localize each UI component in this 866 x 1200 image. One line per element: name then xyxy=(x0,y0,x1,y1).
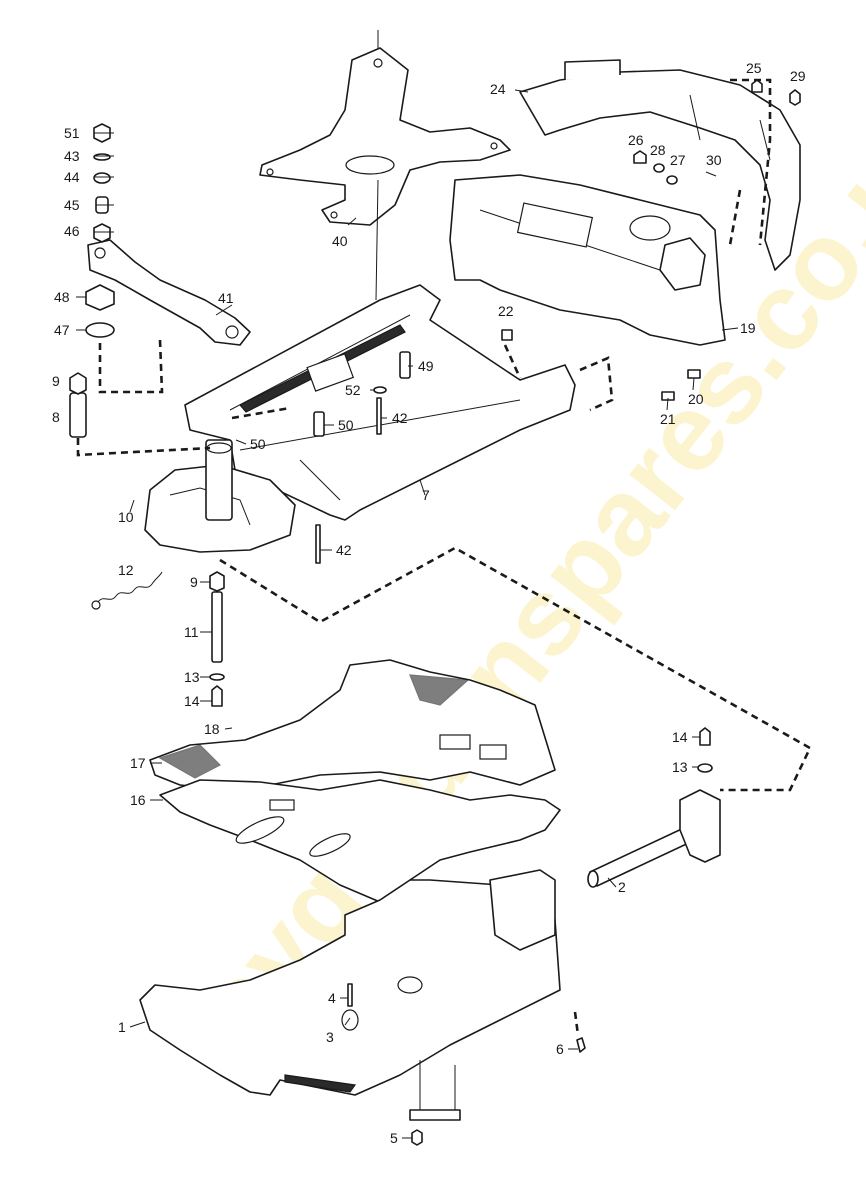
part-9-cap-top[interactable] xyxy=(69,372,87,395)
part-axle-bracket[interactable] xyxy=(679,789,721,863)
part-41-steering-arm[interactable] xyxy=(87,239,251,346)
callout-19: 19 xyxy=(740,320,756,336)
callout-11: 11 xyxy=(184,624,199,640)
callout-52: 52 xyxy=(345,382,361,398)
callout-5: 5 xyxy=(390,1130,398,1146)
callout-18: 18 xyxy=(204,721,220,737)
part-14-bolt-b[interactable] xyxy=(699,727,711,746)
callout-21: 21 xyxy=(660,411,676,427)
part-28-washer[interactable] xyxy=(653,163,665,173)
callout-12: 12 xyxy=(118,562,134,578)
callout-29: 29 xyxy=(790,68,806,84)
callout-51: 51 xyxy=(64,125,80,141)
part-49-spacer[interactable] xyxy=(399,351,411,379)
part-swivel-plate[interactable] xyxy=(144,439,296,553)
callout-6: 6 xyxy=(556,1041,564,1057)
callout-40: 40 xyxy=(332,233,348,249)
part-2-axle[interactable] xyxy=(587,825,696,888)
part-13-washer-b[interactable] xyxy=(697,763,713,773)
part-42-bolt-a[interactable] xyxy=(376,397,382,435)
callout-4: 4 xyxy=(328,990,336,1006)
part-26-bolt[interactable] xyxy=(633,150,647,164)
callout-9a: 9 xyxy=(52,373,60,389)
part-14-bolt[interactable] xyxy=(211,685,223,707)
part-22-nut[interactable] xyxy=(501,329,513,341)
part-50-spacer[interactable] xyxy=(313,411,325,437)
part-4-bolt[interactable] xyxy=(347,983,353,1007)
callout-30: 30 xyxy=(706,152,722,168)
callout-1: 1 xyxy=(118,1019,126,1035)
callout-25: 25 xyxy=(746,60,762,76)
callout-50a: 50 xyxy=(250,436,266,452)
hardware-stack-bottom[interactable] xyxy=(85,284,115,338)
hardware-stack-top[interactable] xyxy=(93,123,111,243)
callout-24: 24 xyxy=(490,81,506,97)
leader-lines xyxy=(76,89,739,1139)
callout-49: 49 xyxy=(418,358,434,374)
part-6-fitting[interactable] xyxy=(576,1037,586,1053)
callout-28: 28 xyxy=(650,142,666,158)
callout-16: 16 xyxy=(130,792,146,808)
callout-43: 43 xyxy=(64,148,80,164)
part-42-bolt-b[interactable] xyxy=(315,524,321,564)
callout-7: 7 xyxy=(422,487,430,503)
part-12-spring[interactable] xyxy=(91,571,163,610)
part-24-seat-pan[interactable] xyxy=(519,59,801,271)
part-5-nut[interactable] xyxy=(411,1129,423,1146)
callout-13a: 13 xyxy=(184,669,200,685)
callout-45: 45 xyxy=(64,197,80,213)
callout-48: 48 xyxy=(54,289,70,305)
callout-20: 20 xyxy=(688,391,704,407)
part-20-bolt[interactable] xyxy=(687,369,701,379)
callout-47: 47 xyxy=(54,322,70,338)
callout-42b: 42 xyxy=(336,542,352,558)
part-27-washer[interactable] xyxy=(666,175,678,185)
callout-9b: 9 xyxy=(190,574,198,590)
part-11-rod[interactable] xyxy=(211,591,223,663)
callout-2: 2 xyxy=(618,879,626,895)
callout-50b: 50 xyxy=(338,417,354,433)
callout-22: 22 xyxy=(498,303,514,319)
callout-13b: 13 xyxy=(672,759,688,775)
part-13-washer[interactable] xyxy=(209,673,225,681)
part-40-bracket-plate[interactable] xyxy=(259,47,511,226)
callout-27: 27 xyxy=(670,152,686,168)
part-52-washer[interactable] xyxy=(373,386,387,394)
part-16-floor-plate[interactable] xyxy=(159,779,561,903)
part-19-rear-bracket[interactable] xyxy=(449,174,726,346)
part-30-pin[interactable] xyxy=(705,171,717,177)
part-8-pin[interactable] xyxy=(69,392,87,438)
callout-41: 41 xyxy=(218,290,234,306)
callout-17: 17 xyxy=(130,755,146,771)
part-9-cap[interactable] xyxy=(209,571,225,592)
callout-3: 3 xyxy=(326,1029,334,1045)
part-29-nut[interactable] xyxy=(789,89,801,106)
callout-labels: 51 43 44 45 46 48 47 41 40 24 25 29 26 2… xyxy=(52,60,806,1146)
callout-8: 8 xyxy=(52,409,60,425)
part-25-bolt[interactable] xyxy=(751,79,763,93)
callout-26: 26 xyxy=(628,132,644,148)
dashed-connections xyxy=(76,78,812,1036)
callout-14b: 14 xyxy=(672,729,688,745)
callout-44: 44 xyxy=(64,169,80,185)
callout-46: 46 xyxy=(64,223,80,239)
callout-10: 10 xyxy=(118,509,134,525)
callout-14a: 14 xyxy=(184,693,200,709)
callout-42a: 42 xyxy=(392,410,408,426)
part-17-top-plate[interactable] xyxy=(149,659,556,791)
